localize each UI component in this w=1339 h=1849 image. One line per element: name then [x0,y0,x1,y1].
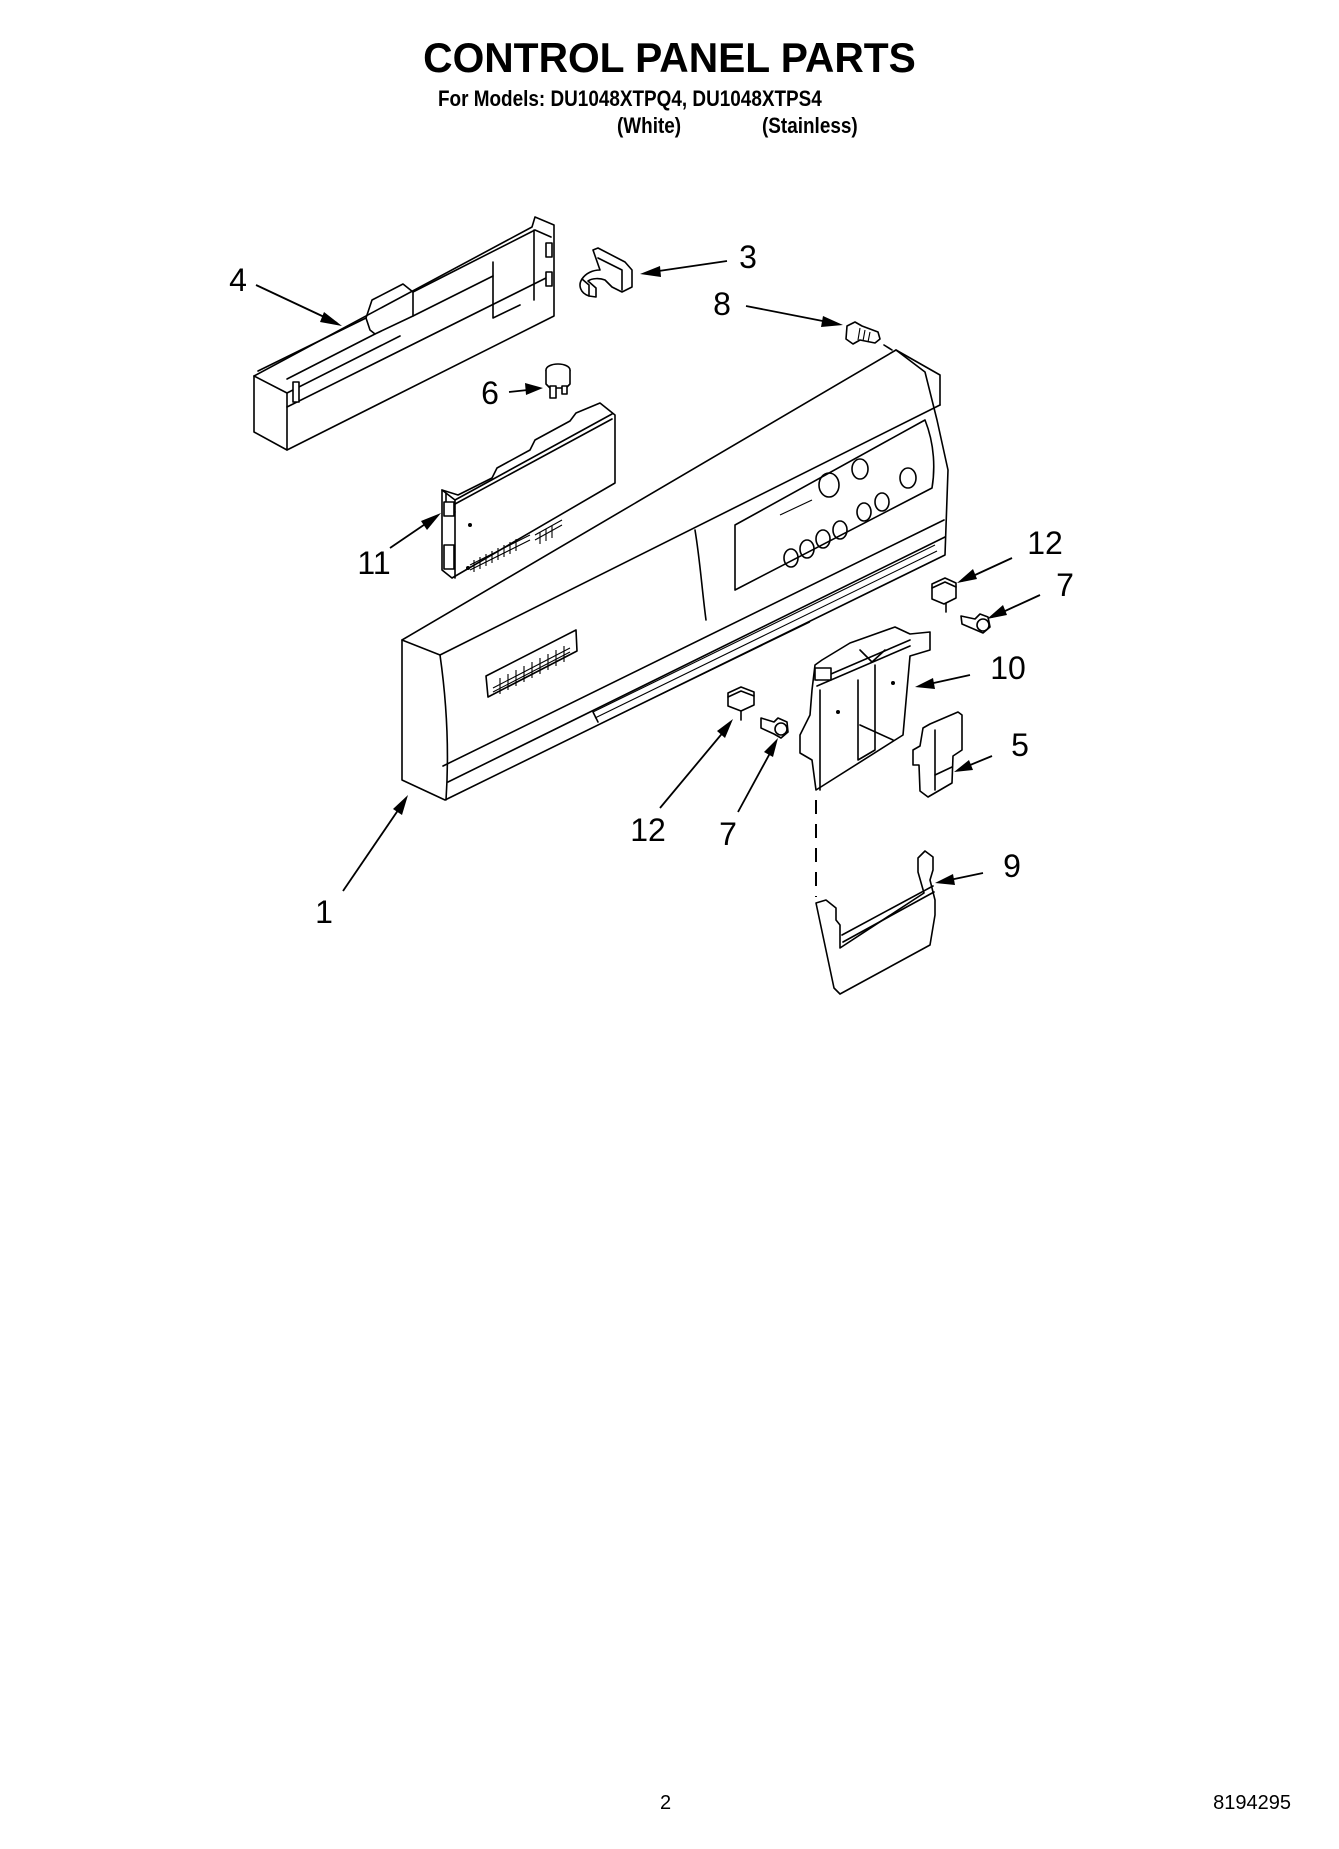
callout-7-right: 7 [1056,567,1074,603]
callout-9: 9 [1003,848,1021,884]
callout-1: 1 [315,894,333,930]
part-4-cover-box [253,216,555,451]
page-title: CONTROL PANEL PARTS [423,34,916,81]
callout-8: 8 [713,286,731,322]
callout-12-right: 12 [1027,525,1063,561]
page-number: 2 [660,1792,672,1814]
callout-4: 4 [229,262,247,298]
part-6-thermal-fuse [545,363,571,399]
part-7-screw-right [960,613,991,634]
callout-7-left: 7 [719,816,737,852]
part-12-switch-actuator-left [727,686,755,721]
part-3-clip [579,247,633,298]
exploded-parts-diagram [253,216,1041,995]
callout-3: 3 [739,239,757,275]
part-12-switch-actuator-right [931,577,957,613]
leader-arrows [255,260,1041,892]
part-1-control-panel [401,349,949,801]
callout-10: 10 [990,650,1026,686]
callout-11: 11 [357,545,391,581]
variant-white: (White) [617,113,682,138]
part-10-door-latch [799,626,931,791]
part-11-control-board [441,402,616,579]
panel-buttons [779,458,917,568]
models-line: For Models: DU1048XTPQ4, DU1048XTPS4 [438,86,822,111]
callout-6: 6 [481,375,499,411]
part-9-latch-bracket [815,850,936,995]
callout-5: 5 [1011,727,1029,763]
part-8-screw [845,321,893,351]
part-7-screw-left [760,717,789,739]
document-number: 8194295 [1213,1792,1291,1814]
variant-stainless: (Stainless) [762,113,858,138]
part-5-bracket-clip [912,711,963,798]
callout-12-left: 12 [630,812,666,848]
